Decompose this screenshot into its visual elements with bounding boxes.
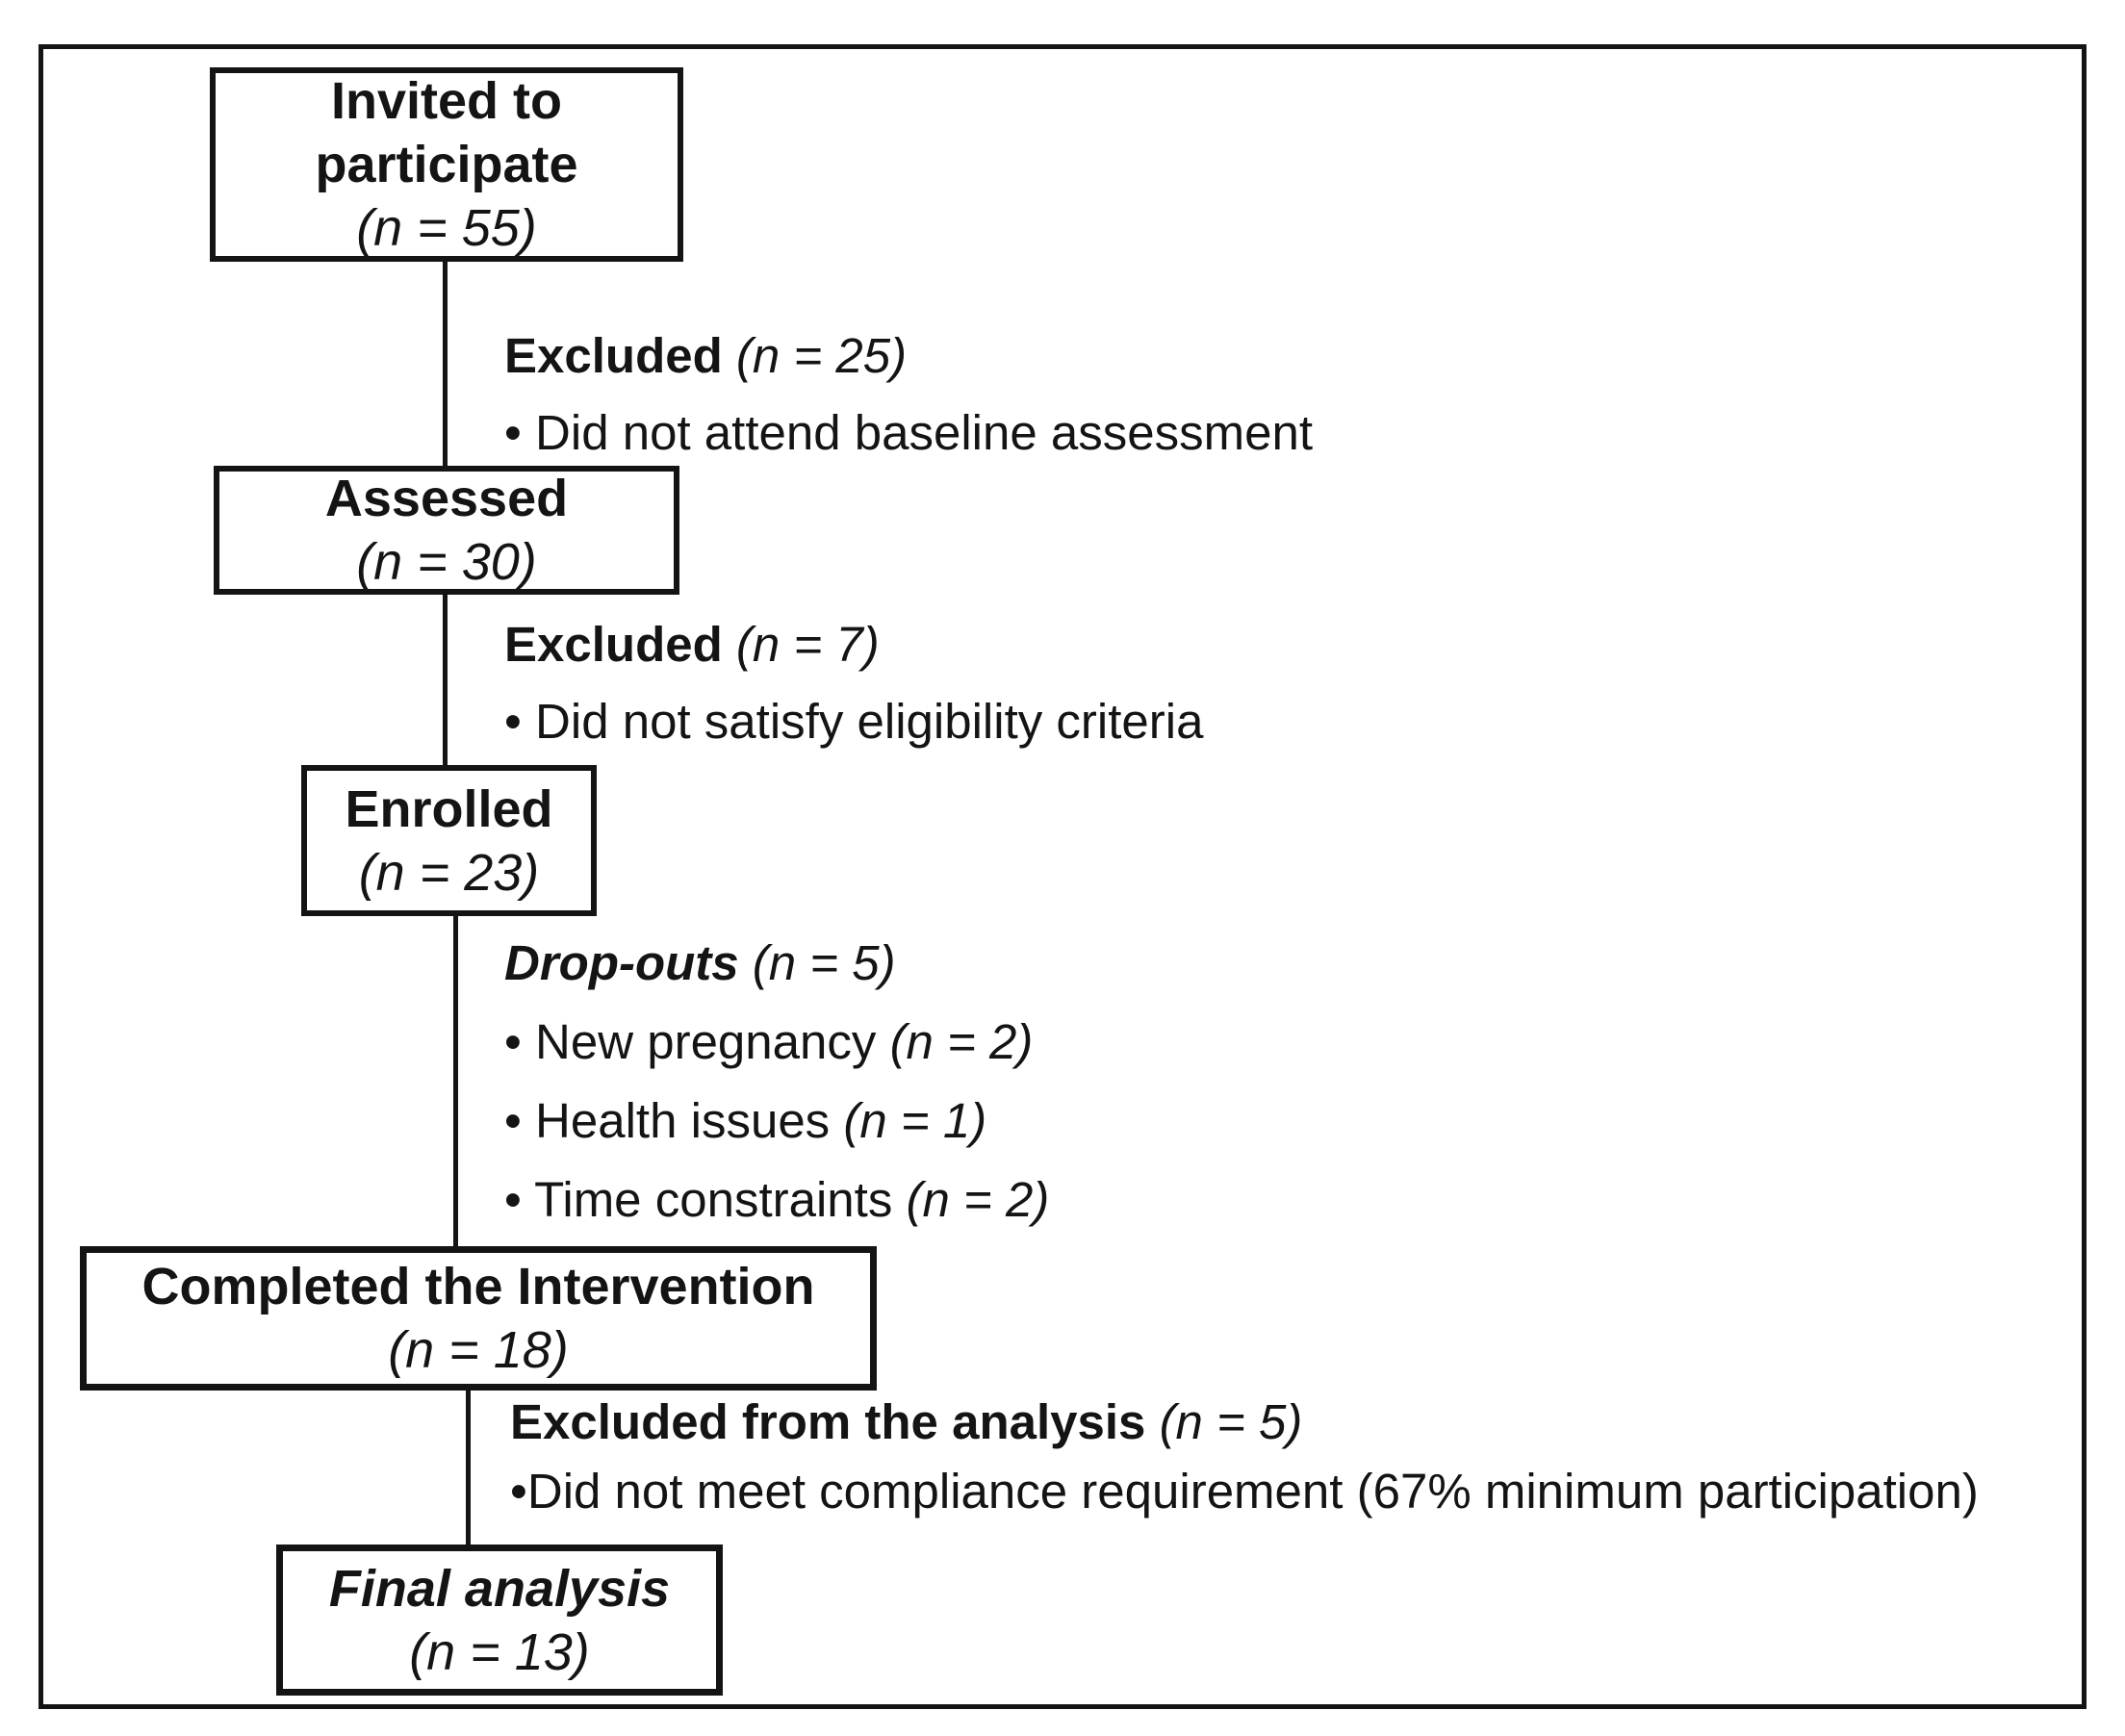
- note-heading-count: (n = 25): [735, 328, 908, 383]
- bullet-text: Did not meet compliance requirement (67%…: [526, 1464, 1979, 1519]
- note-excluded-eligibility: Excluded (n = 7) • Did not satisfy eligi…: [504, 606, 1203, 760]
- connector-completed-final: [466, 1389, 471, 1546]
- bullet-count: (n = 1): [843, 1093, 987, 1148]
- note-heading-label: Excluded: [504, 328, 723, 383]
- note-heading: Excluded (n = 25): [504, 318, 1313, 395]
- note-bullet: • Did not attend baseline assessment: [504, 395, 1313, 472]
- box-count: (n = 23): [358, 843, 540, 902]
- bullet-marker: •: [504, 1093, 522, 1148]
- note-heading-label: Drop-outs: [504, 935, 739, 990]
- note-bullet: • Time constraints (n = 2): [504, 1161, 1049, 1239]
- bullet-text: Time constraints: [534, 1172, 893, 1227]
- bullet-text: Did not satisfy eligibility criteria: [535, 694, 1204, 749]
- box-invited-to-participate: Invited to participate (n = 55): [210, 67, 683, 262]
- note-bullet: • Did not satisfy eligibility criteria: [504, 683, 1203, 760]
- box-final-analysis: Final analysis (n = 13): [276, 1545, 723, 1696]
- connector-assessed-enrolled: [443, 593, 448, 767]
- bullet-count: (n = 2): [889, 1014, 1034, 1069]
- note-bullet: • Health issues (n = 1): [504, 1082, 1049, 1161]
- note-heading: Drop-outs (n = 5): [504, 924, 1049, 1003]
- box-count: (n = 18): [388, 1321, 569, 1379]
- box-title-line: Completed the Intervention: [141, 1258, 815, 1315]
- box-count: (n = 30): [356, 533, 537, 591]
- connector-enrolled-completed: [453, 914, 458, 1248]
- note-bullet: • New pregnancy (n = 2): [504, 1003, 1049, 1082]
- bullet-marker: •: [510, 1464, 527, 1519]
- bullet-text: Did not attend baseline assessment: [535, 405, 1314, 460]
- bullet-count: (n = 2): [906, 1172, 1050, 1227]
- connector-invited-assessed: [443, 260, 448, 468]
- box-assessed: Assessed (n = 30): [214, 466, 679, 595]
- bullet-text: Health issues: [535, 1093, 831, 1148]
- box-title-line: Enrolled: [345, 779, 553, 838]
- box-enrolled: Enrolled (n = 23): [301, 765, 597, 916]
- note-bullet: •Did not meet compliance requirement (67…: [510, 1457, 1979, 1526]
- note-excluded-baseline: Excluded (n = 25) • Did not attend basel…: [504, 318, 1313, 472]
- note-excluded-analysis: Excluded from the analysis (n = 5) •Did …: [510, 1388, 1979, 1526]
- note-heading: Excluded from the analysis (n = 5): [510, 1388, 1979, 1457]
- note-heading-count: (n = 7): [735, 617, 880, 672]
- bullet-marker: •: [504, 1014, 522, 1069]
- box-title-line: Final analysis: [328, 1559, 671, 1618]
- box-count: (n = 55): [356, 199, 537, 257]
- note-heading-label: Excluded from the analysis: [510, 1394, 1146, 1449]
- bullet-text: New pregnancy: [535, 1014, 877, 1069]
- box-title-line: Invited to: [331, 72, 562, 130]
- note-heading-count: (n = 5): [752, 935, 896, 990]
- bullet-marker: •: [504, 694, 522, 749]
- note-dropouts: Drop-outs (n = 5) • New pregnancy (n = 2…: [504, 924, 1049, 1239]
- box-completed-intervention: Completed the Intervention (n = 18): [80, 1246, 877, 1391]
- note-heading: Excluded (n = 7): [504, 606, 1203, 683]
- bullet-marker: •: [504, 405, 522, 460]
- box-count: (n = 13): [409, 1622, 590, 1681]
- note-heading-label: Excluded: [504, 617, 723, 672]
- note-heading-count: (n = 5): [1159, 1394, 1303, 1449]
- box-title-line: participate: [315, 136, 578, 193]
- box-title-line: Assessed: [324, 470, 569, 527]
- bullet-marker: •: [504, 1172, 522, 1227]
